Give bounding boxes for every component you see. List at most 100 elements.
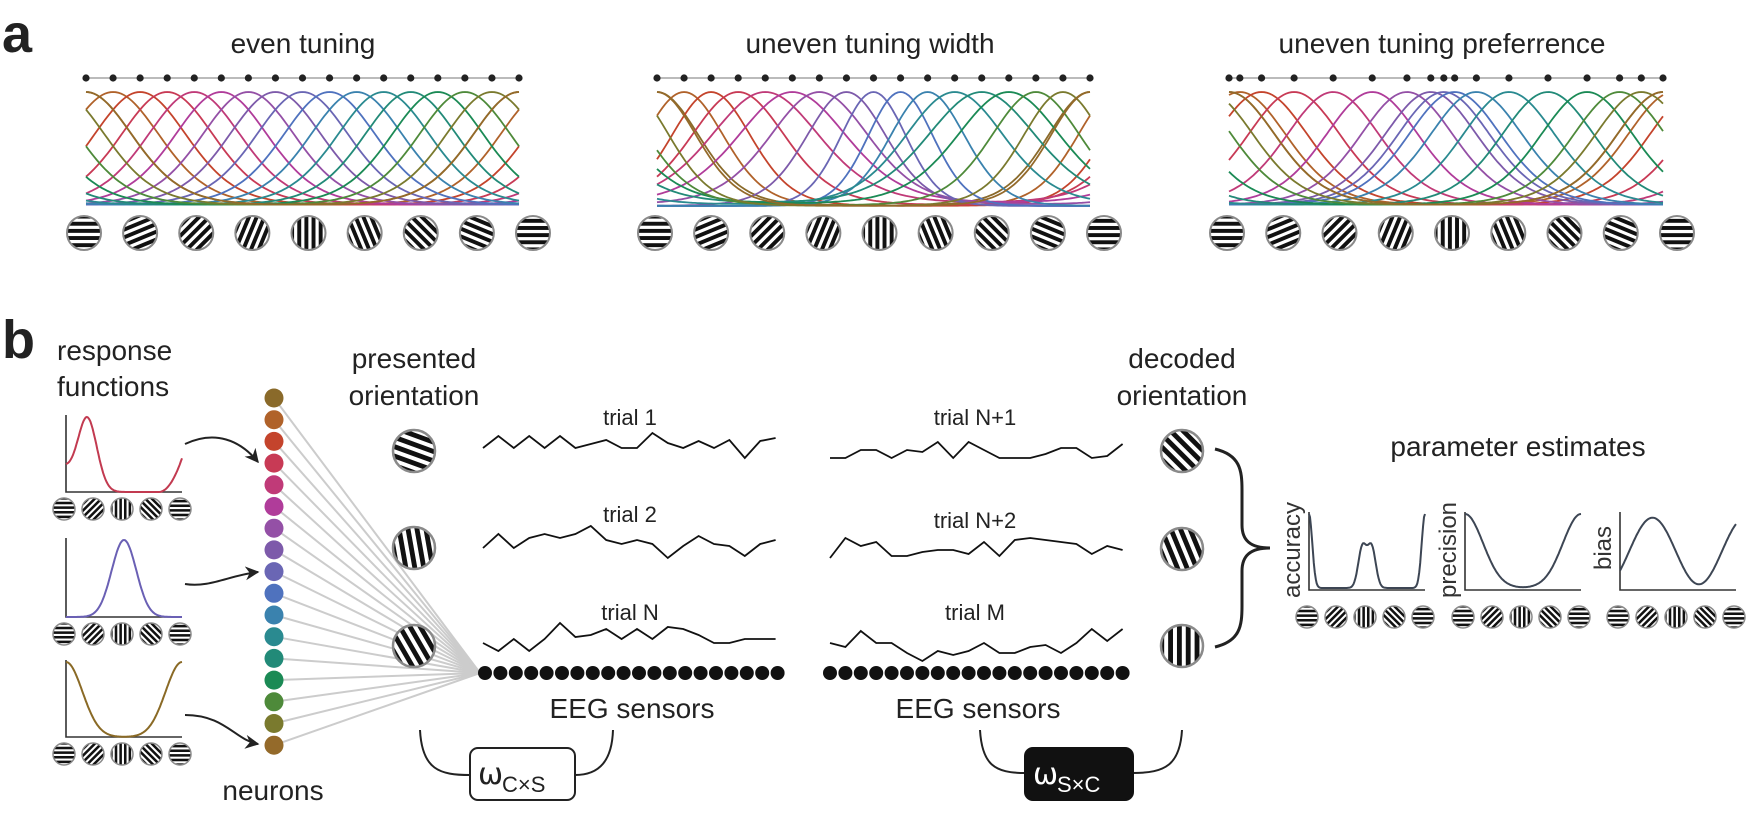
tuning-curve bbox=[1228, 91, 1664, 206]
panel-a-letter: a bbox=[2, 4, 33, 64]
connector-line bbox=[273, 657, 481, 674]
connector-line bbox=[273, 570, 481, 674]
decoded-grating-icon bbox=[1159, 623, 1205, 669]
tuning-plot-uneven-width bbox=[636, 74, 1123, 252]
neuron-sensor-connectors bbox=[273, 397, 481, 747]
tuning-curve bbox=[656, 91, 1091, 207]
parameter-plot-bias: bias bbox=[1590, 512, 1746, 629]
neuron-node bbox=[264, 497, 284, 516]
grating-icon bbox=[110, 622, 134, 646]
response-curve bbox=[65, 661, 183, 738]
connector-line bbox=[273, 397, 481, 674]
eeg-sensor-dot bbox=[662, 666, 677, 680]
grating-icon bbox=[1606, 605, 1630, 629]
eeg-sensor-dot bbox=[570, 666, 585, 680]
grating-icon bbox=[1509, 605, 1533, 629]
response-axes bbox=[65, 538, 182, 618]
eeg-sensors-label-left: EEG sensors bbox=[550, 693, 715, 724]
neuron-node bbox=[264, 605, 284, 625]
eeg-sensor-dot bbox=[709, 666, 723, 680]
response-arrows bbox=[184, 436, 260, 749]
curly-brace bbox=[1214, 447, 1271, 649]
eeg-sensor-dot bbox=[1038, 666, 1053, 680]
arrow-icon bbox=[184, 436, 259, 464]
parameter-curve bbox=[1464, 513, 1582, 589]
decoded-grating-icon bbox=[1159, 526, 1205, 572]
channel-preference-dot bbox=[1616, 74, 1624, 82]
eeg-sensor-row-right bbox=[823, 666, 1130, 680]
connector-line bbox=[273, 672, 481, 703]
parameter-axes bbox=[1464, 512, 1581, 591]
channel-preference-dot bbox=[978, 74, 986, 82]
grating-icon bbox=[168, 742, 192, 766]
channel-preference-dot bbox=[924, 74, 932, 82]
response-functions-label-line1: response bbox=[57, 335, 172, 366]
channel-preference-dot bbox=[1637, 74, 1645, 82]
response-curve bbox=[66, 538, 182, 618]
trial-label: trial N+1 bbox=[934, 405, 1017, 430]
neuron-node bbox=[264, 540, 284, 560]
channel-preference-dot bbox=[488, 74, 496, 82]
parameter-curve bbox=[1619, 516, 1737, 586]
grating-icon bbox=[1490, 214, 1527, 252]
eeg-sensors-label-right: EEG sensors bbox=[896, 693, 1061, 724]
eeg-sensor-dot bbox=[838, 666, 853, 680]
channel-preference-dot bbox=[515, 74, 523, 82]
eeg-trace bbox=[482, 621, 776, 653]
trial-label: trial N+2 bbox=[934, 508, 1017, 533]
eeg-sensor-dot bbox=[853, 666, 868, 680]
grating-icon bbox=[1265, 214, 1302, 252]
grating-icon bbox=[458, 214, 495, 252]
connector-line bbox=[273, 614, 481, 674]
eeg-sensor-dot bbox=[1069, 666, 1084, 680]
arrow-icon bbox=[184, 714, 260, 749]
channel-preference-dot bbox=[1032, 74, 1040, 82]
channel-preference-dot bbox=[680, 74, 688, 82]
connector-line bbox=[273, 635, 481, 674]
tuning-curve bbox=[656, 91, 1091, 204]
channel-preference-dot bbox=[380, 74, 388, 82]
channel-preference-dot bbox=[1059, 74, 1067, 82]
neurons-label: neurons bbox=[222, 775, 323, 806]
eeg-sensor-dot bbox=[915, 666, 930, 680]
response-functions-label-line2: functions bbox=[57, 371, 169, 402]
grating-icon bbox=[1295, 605, 1319, 629]
channel-preference-dot bbox=[1472, 74, 1480, 82]
channel-preference-dot bbox=[734, 74, 742, 82]
grating-icon bbox=[168, 497, 192, 521]
eeg-sensor-dot bbox=[755, 666, 770, 680]
grating-icon bbox=[234, 214, 271, 252]
connector-line bbox=[273, 592, 481, 674]
connector-line bbox=[273, 672, 481, 725]
channel-preference-dot bbox=[951, 74, 959, 82]
tuning-curve bbox=[657, 91, 1091, 207]
eeg-trace bbox=[830, 440, 1124, 460]
tuning-curve bbox=[657, 91, 1090, 207]
grating-icon bbox=[1722, 605, 1746, 629]
grating-icon bbox=[1602, 214, 1639, 252]
decoded-label-line1: decoded bbox=[1128, 343, 1235, 374]
eeg-trace bbox=[482, 431, 776, 460]
eeg-sensor-dot bbox=[1054, 666, 1068, 680]
eeg-sensor-dot bbox=[1023, 666, 1038, 680]
decoding-weights-subscript: S×C bbox=[1057, 772, 1101, 797]
channel-preference-dot bbox=[136, 74, 144, 82]
neuron-node bbox=[264, 714, 284, 733]
channel-preference-dot bbox=[788, 74, 796, 82]
grating-icon bbox=[1029, 214, 1066, 252]
weight-bracket-right bbox=[1132, 729, 1183, 774]
tuning-curve bbox=[656, 91, 1091, 205]
eeg-sensor-dot bbox=[884, 666, 899, 680]
grating-icon bbox=[917, 214, 954, 252]
grating-icon bbox=[1377, 214, 1414, 252]
grating-icon bbox=[1208, 214, 1246, 252]
channel-preference-dot bbox=[1368, 74, 1376, 82]
eeg-trace bbox=[482, 524, 776, 560]
eeg-sensor-dot bbox=[900, 666, 914, 680]
channel-preference-dot bbox=[1329, 74, 1337, 82]
connector-line bbox=[273, 672, 481, 682]
parameter-estimates-label: parameter estimates bbox=[1390, 431, 1645, 462]
channel-preference-dot bbox=[434, 74, 442, 82]
eeg-sensor-dot bbox=[930, 666, 945, 680]
tuning-curve bbox=[656, 91, 1091, 207]
